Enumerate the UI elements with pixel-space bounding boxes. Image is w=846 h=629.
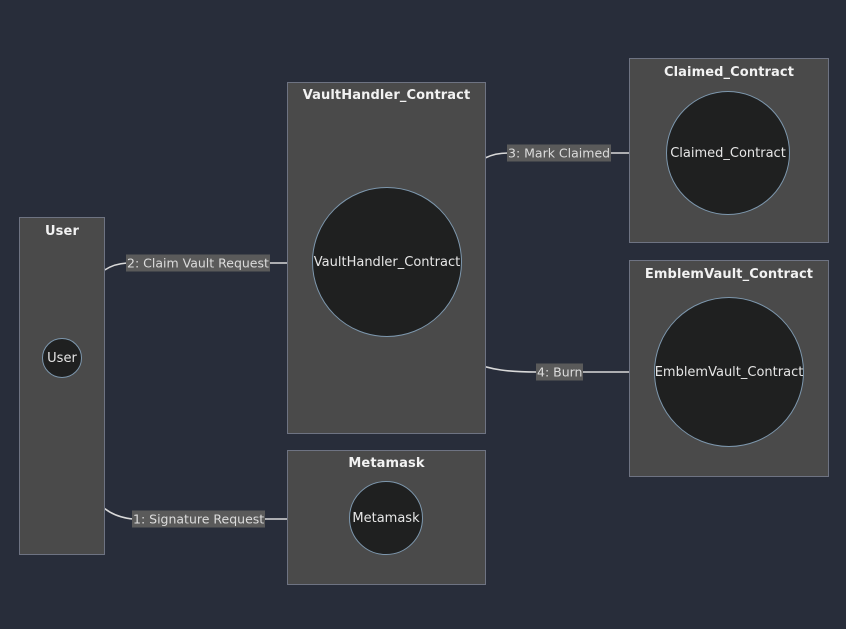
actor-node-metamask[interactable]: Metamask — [349, 481, 423, 555]
actor-node-emblemvault-contract-label: EmblemVault_Contract — [654, 364, 804, 380]
actor-node-user[interactable]: User — [42, 338, 82, 378]
actor-node-emblemvault-contract[interactable]: EmblemVault_Contract — [654, 297, 804, 447]
group-title-emblemvault-contract: EmblemVault_Contract — [644, 267, 814, 282]
edge-label-burn[interactable]: 4: Burn — [536, 363, 584, 381]
edge-label-claim-vault-request[interactable]: 2: Claim Vault Request — [126, 254, 270, 272]
actor-node-user-label: User — [47, 350, 77, 366]
group-title-metamask: Metamask — [348, 456, 425, 471]
actor-node-claimed-contract-label: Claimed_Contract — [670, 145, 786, 161]
group-title-claimed-contract: Claimed_Contract — [663, 65, 795, 80]
actor-node-vaulthandler-contract-label: VaultHandler_Contract — [313, 254, 461, 270]
actor-node-claimed-contract[interactable]: Claimed_Contract — [666, 91, 790, 215]
group-title-user: User — [45, 224, 79, 239]
edge-label-mark-claimed[interactable]: 3: Mark Claimed — [507, 144, 612, 162]
actor-node-metamask-label: Metamask — [352, 510, 420, 526]
group-box-user[interactable]: User — [19, 217, 105, 555]
actor-node-vaulthandler-contract[interactable]: VaultHandler_Contract — [312, 187, 462, 337]
edge-label-signature-request[interactable]: 1: Signature Request — [132, 510, 266, 528]
group-title-vaulthandler-contract: VaultHandler_Contract — [302, 88, 471, 103]
